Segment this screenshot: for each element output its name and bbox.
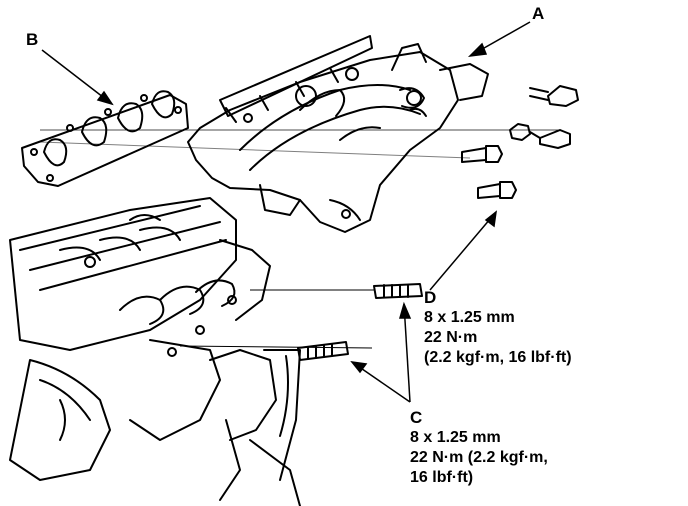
callout-c-spec-line: 16 lbf·ft) <box>410 469 474 486</box>
intake-manifold <box>187 35 489 233</box>
alignment-lines <box>39 129 560 349</box>
arrow-c-stud-c-head <box>350 360 368 374</box>
callout-d-spec-line: 8 x 1.25 mm <box>424 309 515 326</box>
bolt-mid-right <box>509 123 571 149</box>
callout-a-label: A <box>532 4 545 23</box>
callout-d-spec: 8 x 1.25 mm 22 N·m (2.2 kgf·m, 16 lbf·ft… <box>424 308 572 368</box>
bolt-d-upper <box>477 181 517 199</box>
callout-c-spec: 8 x 1.25 mm 22 N·m (2.2 kgf·m, 16 lbf·ft… <box>410 428 548 488</box>
arrow-a-head <box>467 42 488 58</box>
manifold-gasket <box>21 90 189 187</box>
arrow-b-head <box>96 90 114 106</box>
callout-c-spec-line: 22 N·m (2.2 kgf·m, <box>410 449 548 466</box>
callout-arrows <box>41 21 531 403</box>
cylinder-head <box>9 197 301 506</box>
arrow-c-stud-d-head <box>399 301 412 319</box>
bolt-center <box>461 145 503 163</box>
callout-d-label: D <box>424 288 437 307</box>
bolt-top-right <box>529 85 579 107</box>
stud-d <box>373 283 423 299</box>
callout-b-label: B <box>26 30 39 49</box>
callout-c-spec-line: 8 x 1.25 mm <box>410 429 501 446</box>
arrow-d-head <box>484 210 498 228</box>
callout-c-label: C <box>410 408 423 427</box>
stud-c <box>297 341 349 361</box>
callout-d-spec-line: (2.2 kgf·m, 16 lbf·ft) <box>424 349 572 366</box>
callout-d-spec-line: 22 N·m <box>424 329 478 346</box>
